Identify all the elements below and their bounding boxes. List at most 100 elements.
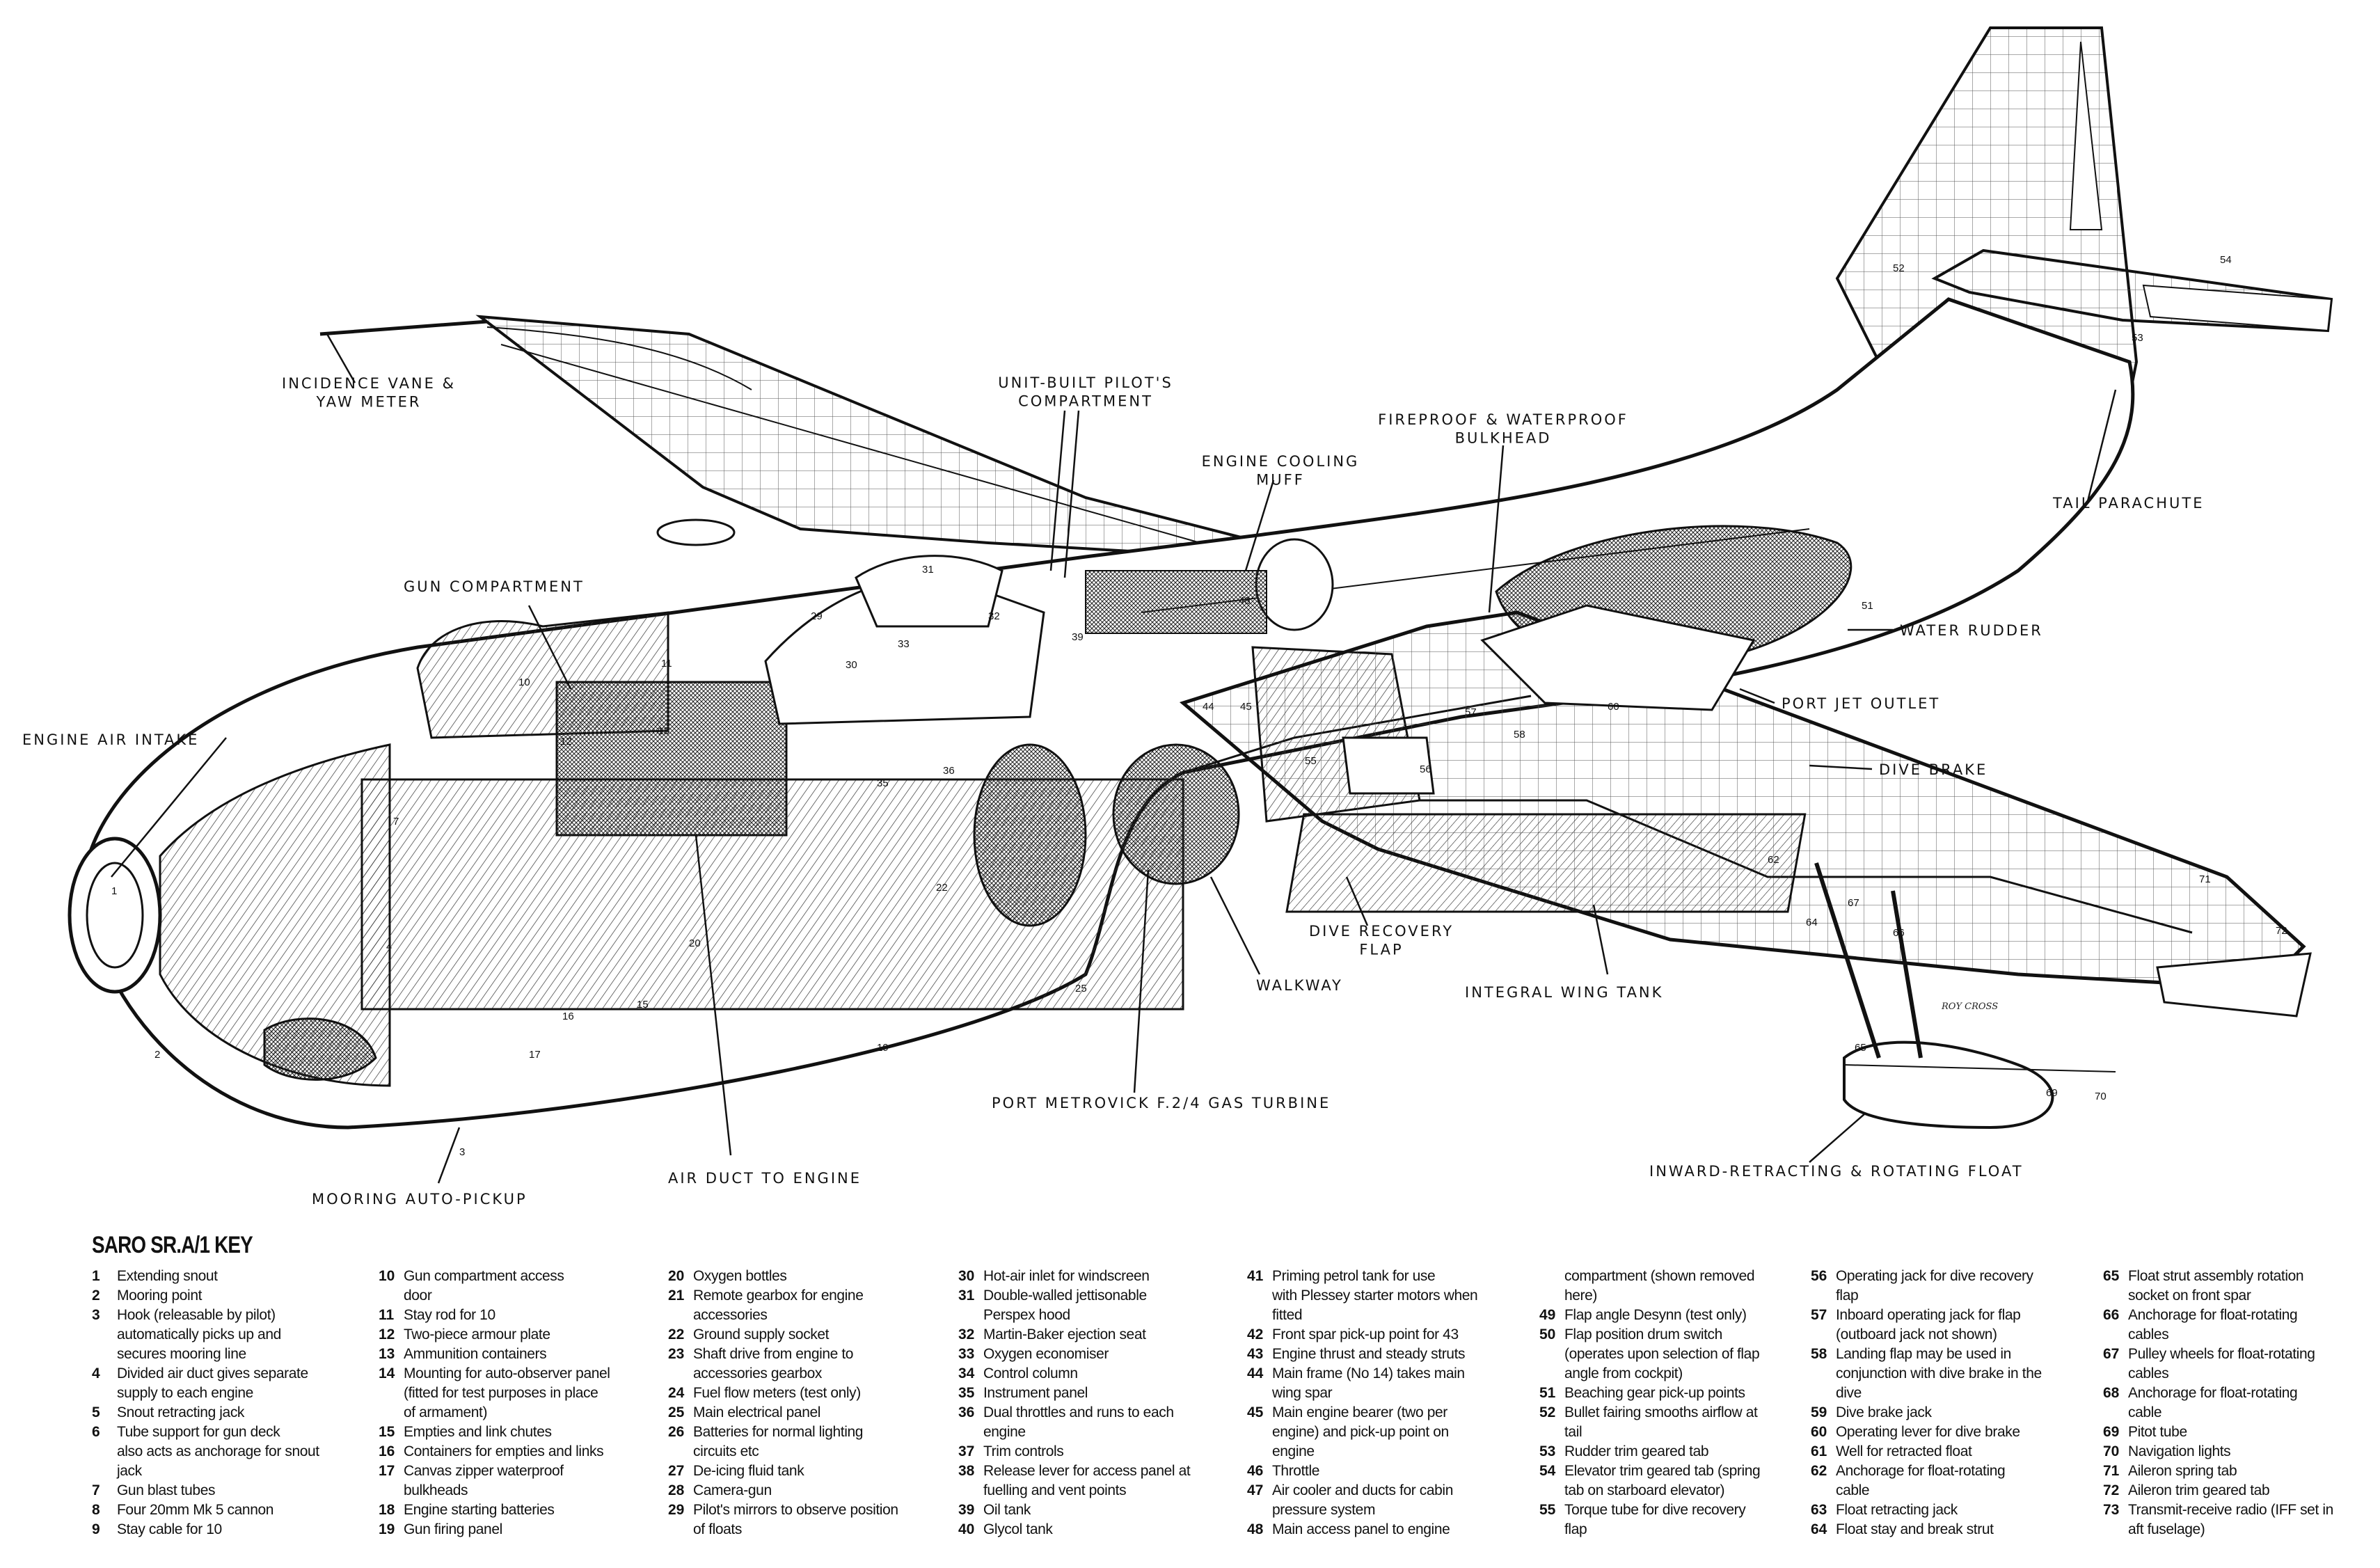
key-item-text: Mounting for auto-observer panel (fitted…: [404, 1365, 610, 1420]
key-item-text: Throttle: [1272, 1463, 1319, 1479]
part-number: 51: [1862, 600, 1873, 612]
key-item-text: Priming petrol tank for use with Plessey…: [1272, 1268, 1478, 1323]
part-number: 39: [1072, 631, 1084, 643]
key-item-number: 27: [668, 1463, 685, 1479]
key-item-text: Batteries for normal lighting circuits e…: [693, 1424, 864, 1459]
key-item-number: 6: [92, 1424, 100, 1440]
key-item-text: Bullet fairing smooths airflow at tail: [1564, 1404, 1758, 1440]
part-number: 12: [560, 736, 572, 747]
part-number: 19: [877, 1042, 889, 1054]
key-item-text: Pilot's mirrors to observe position of f…: [693, 1502, 898, 1537]
key-item-number: 20: [668, 1268, 685, 1284]
part-number: 7: [393, 816, 399, 827]
key-item-text: Double-walled jettisonable Perspex hood: [983, 1288, 1147, 1323]
key-item-number: 31: [958, 1288, 975, 1304]
key-item-text: Camera-gun: [693, 1482, 772, 1498]
key-item-text: Oxygen economiser: [983, 1346, 1109, 1362]
part-number: 44: [1203, 701, 1214, 713]
key-item-text: Anchorage for float-rotating cable: [1836, 1463, 2006, 1498]
key-item-number: 50: [1539, 1327, 1556, 1343]
key-item-text: Flap position drum switch (operates upon…: [1564, 1327, 1760, 1381]
key-item-number: 59: [1811, 1404, 1827, 1420]
key-item-number: 71: [2103, 1463, 2120, 1479]
key-item-number: 5: [92, 1404, 100, 1420]
key-item-number: 51: [1539, 1385, 1556, 1401]
part-number: 67: [1848, 897, 1859, 909]
tail-assembly: [1835, 26, 2333, 399]
callout-labels: INCIDENCE VANE &YAW METER UNIT-BUILT PIL…: [22, 374, 2202, 1207]
key-item-text: Ground supply socket: [693, 1327, 830, 1343]
key-item-number: 8: [92, 1502, 100, 1518]
key-item-text: Transmit-receive radio (IFF set in aft f…: [2128, 1502, 2333, 1537]
part-number: 31: [922, 564, 934, 576]
key-item-number: 22: [668, 1327, 685, 1343]
key-item: 31 Double-walled jettisonable Perspex hoo…: [958, 1286, 1244, 1325]
part-number: 65: [1855, 1042, 1866, 1054]
key-item-text: Float retracting jack: [1836, 1502, 1958, 1518]
incidence-vane-probe: [319, 319, 488, 336]
part-number: 58: [1514, 729, 1525, 741]
key-item-number: 19: [379, 1521, 395, 1537]
key-item-number: 53: [1539, 1443, 1556, 1459]
part-number: 10: [518, 676, 530, 688]
key-item-number: 43: [1247, 1346, 1264, 1362]
key-item-text: Anchorage for float-rotating cables: [2128, 1307, 2298, 1343]
key-item-text: Navigation lights: [2128, 1443, 2231, 1459]
callout-incidence-vane: INCIDENCE VANE &YAW METER: [282, 375, 456, 410]
key-item-number: 4: [92, 1365, 100, 1381]
key-item-number: 23: [668, 1346, 685, 1362]
key-item-text: Float strut assembly rotation socket on …: [2128, 1268, 2304, 1304]
key-item-number: 68: [2103, 1385, 2120, 1401]
part-number: 25: [1075, 983, 1087, 995]
key-item-text: Trim controls: [983, 1443, 1064, 1459]
callout-gun-compartment: GUN COMPARTMENT: [404, 578, 585, 595]
key-item-number: 54: [1539, 1463, 1556, 1479]
key-item-text: Extending snout: [117, 1268, 218, 1284]
port-wing: [1179, 604, 2312, 1017]
key-item-number: 26: [668, 1424, 685, 1440]
key-title: SARO SR.A/1 KEY: [92, 1232, 253, 1258]
key-item-number: 57: [1811, 1307, 1827, 1323]
key-item-number: 35: [958, 1385, 975, 1401]
key-item: 22 Ground supply socket: [668, 1325, 953, 1345]
key-item-text: Gun firing panel: [404, 1521, 502, 1537]
part-number: 48: [1239, 595, 1251, 607]
key-item-number: 3: [92, 1307, 100, 1323]
key-item-number: 33: [958, 1346, 975, 1362]
callout-port-jet-outlet: PORT JET OUTLET: [1782, 695, 1940, 712]
nose-cutaway: [68, 743, 391, 1087]
key-item-text: Aileron trim geared tab: [2128, 1482, 2270, 1498]
key-item-text: Four 20mm Mk 5 cannon: [117, 1502, 274, 1518]
key-item-text: Instrument panel: [983, 1385, 1088, 1401]
key-item-text: compartment (shown removed here): [1564, 1268, 1755, 1304]
key-item-number: 11: [379, 1307, 395, 1323]
